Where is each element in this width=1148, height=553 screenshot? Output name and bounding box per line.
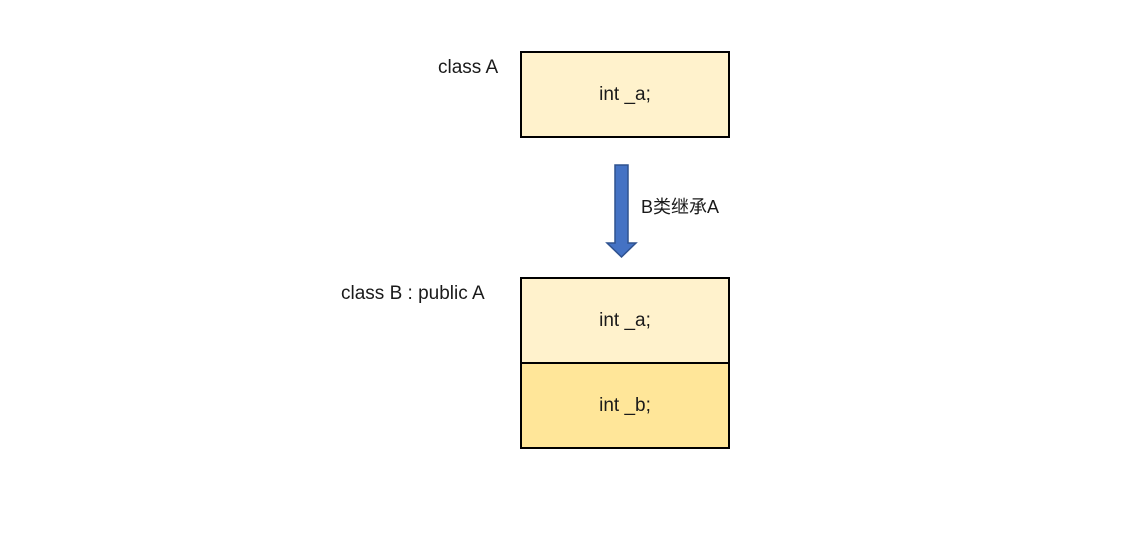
class-b-member-b: int _b; [522, 364, 728, 447]
inheritance-arrow-icon [605, 164, 638, 259]
class-a-box: int _a; [520, 51, 730, 138]
class-b-label: class B : public A [341, 283, 485, 304]
class-a-member-a: int _a; [522, 53, 728, 136]
inheritance-label: B类继承A [641, 197, 720, 217]
class-b-box: int _a; int _b; [520, 277, 730, 449]
class-b-member-a: int _a; [522, 279, 728, 364]
class-a-label: class A [438, 57, 499, 78]
